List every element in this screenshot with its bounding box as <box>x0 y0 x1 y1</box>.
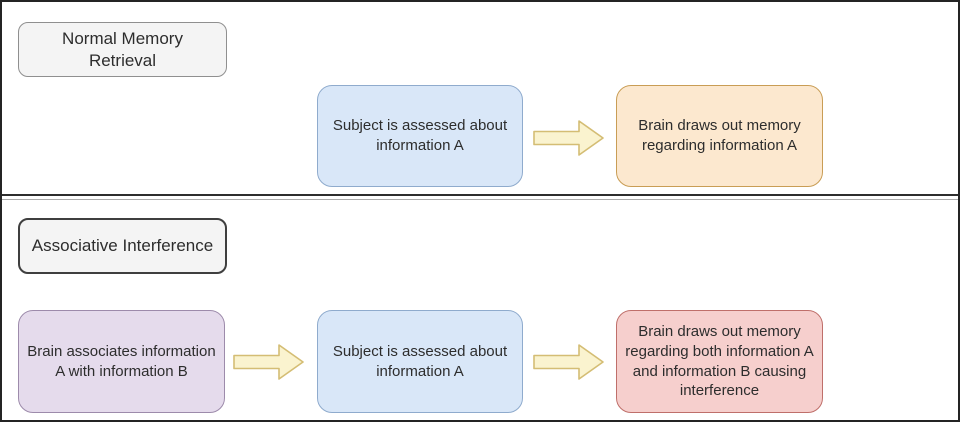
flow-arrow-icon <box>233 344 304 380</box>
section-label-normal-memory-retrieval: Normal Memory Retrieval <box>18 22 227 77</box>
section-label-associative-interference: Associative Interference <box>18 218 227 274</box>
flow-arrow-shape <box>233 344 304 380</box>
flow-arrow-shape <box>533 120 604 156</box>
flow-arrow-shape <box>533 344 604 380</box>
flow-arrow-icon <box>533 120 604 156</box>
node-subject-assessed-top: Subject is assessed about information A <box>317 85 523 187</box>
node-brain-draws-memory-interference: Brain draws out memory regarding both in… <box>616 310 823 413</box>
node-brain-draws-memory-top: Brain draws out memory regarding informa… <box>616 85 823 187</box>
flow-arrow-icon <box>533 344 604 380</box>
node-brain-associates: Brain associates information A with info… <box>18 310 225 413</box>
section-divider-line <box>0 194 960 196</box>
section-divider-shadow-line <box>0 199 960 200</box>
node-subject-assessed-bottom: Subject is assessed about information A <box>317 310 523 413</box>
